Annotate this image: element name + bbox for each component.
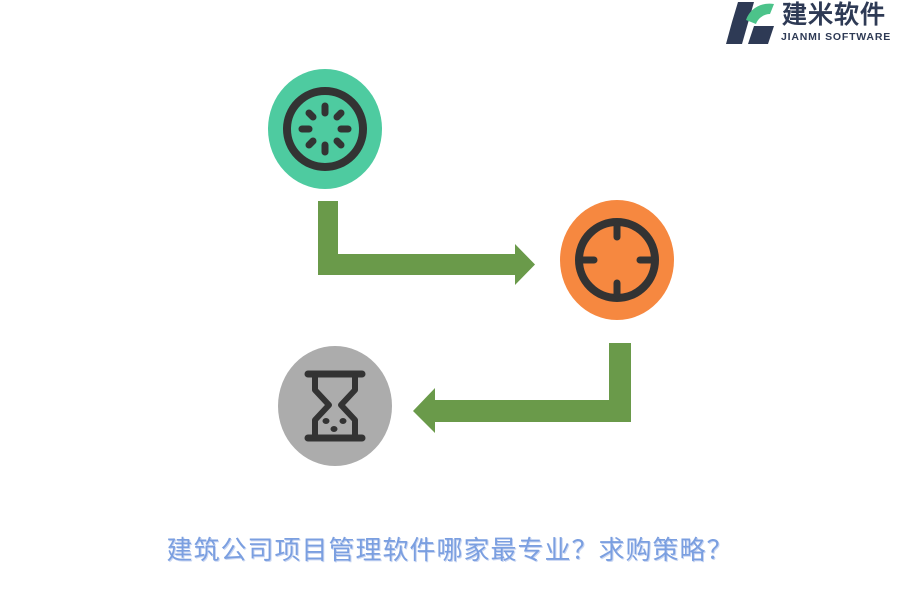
brand-logo: 建米软件 JIANMI SOFTWARE — [724, 0, 900, 46]
logo-name-cn: 建米软件 — [782, 0, 887, 29]
hourglass-icon — [304, 370, 366, 442]
caption-title: 建筑公司项目管理软件哪家最专业？求购策略？ — [166, 536, 734, 566]
node-waiting — [278, 346, 392, 466]
node-target — [560, 200, 674, 320]
crosshair-target-icon — [575, 218, 659, 302]
node-loading — [268, 69, 382, 189]
arrow-loading-to-target — [318, 201, 535, 285]
logo-mark-icon — [726, 2, 774, 44]
process-diagram — [268, 69, 674, 466]
logo-name-en: JIANMI SOFTWARE — [781, 31, 892, 43]
loading-spinner-icon — [283, 87, 367, 171]
arrow-target-to-waiting — [413, 343, 631, 433]
